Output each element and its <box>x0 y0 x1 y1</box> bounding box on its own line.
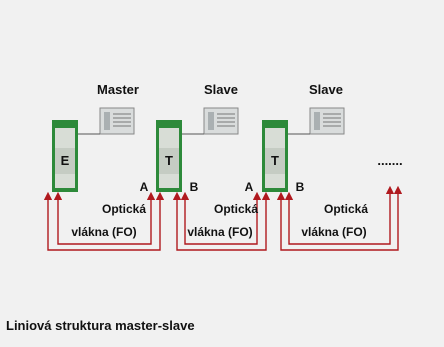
pc-icon <box>99 107 135 135</box>
fiber-links <box>43 185 403 251</box>
fo-module <box>52 120 78 192</box>
svg-text:vlákna (FO): vlákna (FO) <box>301 225 366 239</box>
pc-icon <box>309 107 345 135</box>
svg-text:Optická: Optická <box>324 202 368 216</box>
svg-text:vlákna (FO): vlákna (FO) <box>187 225 252 239</box>
port-a-label: A <box>140 180 149 194</box>
node-slave-2: Slave T B <box>262 82 345 194</box>
fo-module <box>262 120 288 192</box>
fiber-link-2-outer <box>172 191 271 251</box>
port-a-label: A <box>245 180 254 194</box>
node-master: Master E A <box>52 82 149 194</box>
figure-caption: Liniová struktura master-slave <box>6 318 195 333</box>
port-b-label: B <box>296 180 305 194</box>
node-slave-1: Slave T B A <box>156 82 254 194</box>
svg-text:Optická: Optická <box>214 202 258 216</box>
continuation-dots: ....... <box>377 153 402 168</box>
port-b-label: B <box>190 180 199 194</box>
svg-text:Optická: Optická <box>102 202 146 216</box>
module-letter: E <box>61 153 70 168</box>
svg-text:vlákna (FO): vlákna (FO) <box>71 225 136 239</box>
fiber-link-2-inner <box>180 191 262 245</box>
fiber-label-3: Optická vlákna (FO) <box>301 202 368 239</box>
module-letter: T <box>165 153 173 168</box>
node-role-label: Slave <box>204 82 238 97</box>
fiber-link-1-outer <box>43 191 165 251</box>
fiber-link-3-outer <box>276 185 403 251</box>
fiber-label-2: Optická vlákna (FO) <box>187 202 258 239</box>
fiber-link-3-inner <box>284 185 395 245</box>
node-role-label: Slave <box>309 82 343 97</box>
fo-module <box>156 120 182 192</box>
fiber-label-1: Optická vlákna (FO) <box>71 202 146 239</box>
module-letter: T <box>271 153 279 168</box>
node-role-label: Master <box>97 82 139 97</box>
fiber-link-1-inner <box>53 191 156 245</box>
pc-icon <box>203 107 239 135</box>
